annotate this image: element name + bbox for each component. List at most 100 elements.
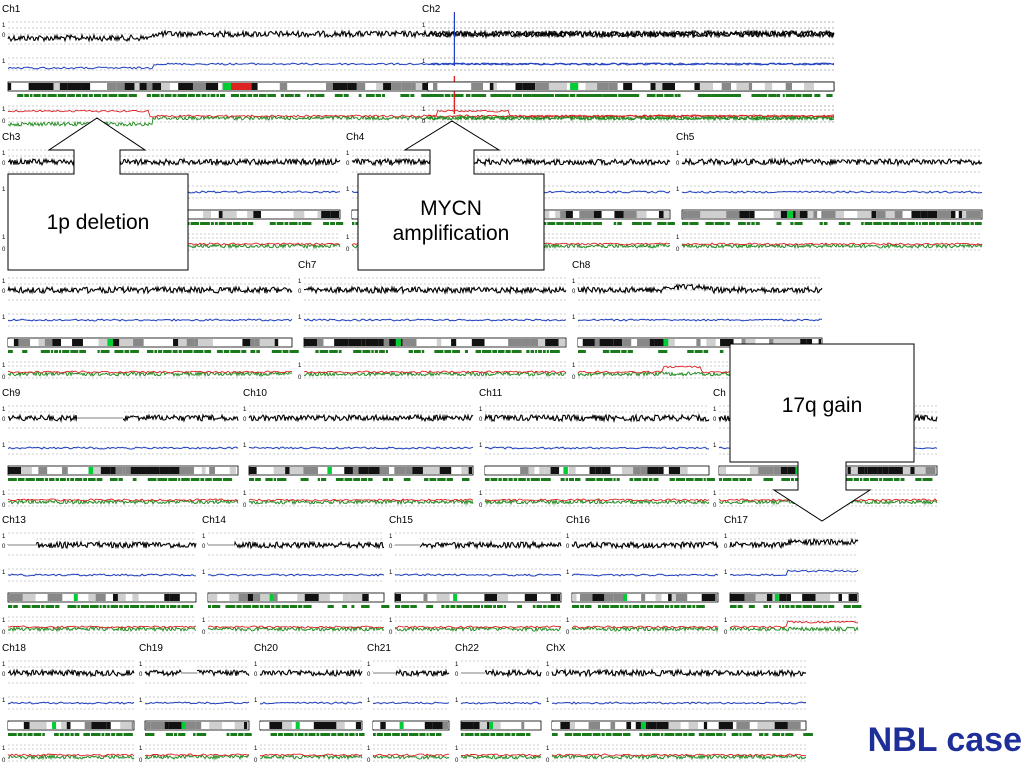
centromere-marker bbox=[52, 722, 57, 729]
probe-marker bbox=[794, 222, 803, 225]
ideogram-band bbox=[139, 83, 147, 90]
ideogram-band bbox=[342, 594, 350, 601]
probe-marker bbox=[413, 350, 421, 353]
ideogram-band bbox=[506, 211, 519, 218]
probe-marker bbox=[512, 94, 523, 97]
probe-marker bbox=[297, 733, 304, 736]
ideogram-band bbox=[721, 83, 732, 90]
ideogram-band bbox=[116, 83, 125, 90]
probe-marker bbox=[131, 222, 141, 225]
ideogram-band bbox=[572, 594, 577, 601]
probe-marker bbox=[664, 733, 675, 736]
ideogram-band bbox=[410, 339, 417, 346]
ideogram-band bbox=[8, 211, 18, 218]
probe-marker bbox=[660, 733, 664, 736]
probe-marker bbox=[702, 94, 708, 97]
ideogram-band bbox=[699, 83, 710, 90]
ideogram-band bbox=[201, 467, 206, 474]
probe-marker bbox=[726, 94, 737, 97]
ideogram-band bbox=[814, 83, 826, 90]
ideogram-band bbox=[432, 211, 439, 218]
ideogram-band bbox=[273, 594, 278, 601]
probe-marker bbox=[44, 478, 49, 481]
axis-tick-label: 0 bbox=[139, 672, 143, 678]
ideogram-band bbox=[647, 467, 659, 474]
allele-track bbox=[7, 318, 293, 322]
ideogram-band bbox=[515, 83, 523, 90]
probe-marker bbox=[737, 94, 741, 97]
centromere-marker bbox=[795, 467, 800, 474]
probe-marker bbox=[706, 478, 715, 481]
ideogram-band bbox=[222, 722, 235, 729]
ideogram-band bbox=[687, 211, 701, 218]
probe-marker bbox=[658, 350, 668, 353]
ideogram-band bbox=[623, 83, 633, 90]
probe-marker bbox=[790, 605, 795, 608]
allele-track bbox=[207, 573, 385, 577]
ideogram-band bbox=[804, 83, 815, 90]
probe-marker bbox=[427, 222, 432, 225]
ideogram-band bbox=[579, 211, 594, 218]
lower-red-track bbox=[571, 625, 719, 629]
probe-marker bbox=[110, 605, 119, 608]
copy-number-track bbox=[303, 285, 567, 296]
ideogram-band bbox=[779, 594, 787, 601]
probe-marker bbox=[861, 222, 864, 225]
ideogram-band bbox=[639, 211, 647, 218]
ideogram-band bbox=[806, 339, 813, 346]
axis-tick-label: 1 bbox=[298, 279, 302, 285]
axis-tick-label: 1 bbox=[254, 662, 258, 668]
ideogram-band bbox=[490, 722, 501, 729]
axis-tick-label: 0 bbox=[346, 161, 350, 167]
ideogram-band bbox=[249, 467, 257, 474]
probe-marker bbox=[355, 222, 362, 225]
probe-marker bbox=[802, 605, 812, 608]
ideogram-band bbox=[654, 339, 668, 346]
ideogram-band bbox=[471, 83, 484, 90]
probe-marker bbox=[748, 605, 755, 608]
axis-tick-label: 1 bbox=[724, 534, 728, 540]
allele-track bbox=[7, 573, 197, 577]
chromosome-label: Ch19 bbox=[139, 643, 163, 654]
probe-marker bbox=[172, 94, 177, 97]
probe-marker bbox=[653, 478, 659, 481]
probe-marker bbox=[83, 478, 87, 481]
probe-marker bbox=[218, 222, 226, 225]
ideogram-band bbox=[415, 83, 423, 90]
axis-tick-label: 1 bbox=[2, 279, 6, 285]
probe-marker bbox=[564, 733, 573, 736]
ideogram-band bbox=[224, 339, 230, 346]
probe-marker bbox=[159, 222, 165, 225]
ideogram-band bbox=[278, 211, 294, 218]
probe-marker bbox=[565, 94, 569, 97]
copy-number-track bbox=[484, 412, 710, 424]
ideogram-band bbox=[649, 339, 655, 346]
probe-marker bbox=[41, 94, 47, 97]
probe-marker bbox=[575, 478, 581, 481]
lower-red-track bbox=[248, 498, 474, 502]
probe-marker bbox=[446, 478, 453, 481]
probe-marker bbox=[298, 222, 301, 225]
ideogram-band bbox=[535, 722, 540, 729]
ideogram-band bbox=[120, 722, 125, 729]
ideogram-band bbox=[737, 467, 750, 474]
ideogram-band bbox=[764, 83, 773, 90]
probe-marker bbox=[654, 605, 664, 608]
ideogram-band bbox=[229, 467, 236, 474]
ideogram-band bbox=[304, 594, 319, 601]
ideogram-band bbox=[106, 722, 111, 729]
probe-marker bbox=[374, 350, 379, 353]
ideogram-band bbox=[400, 722, 410, 729]
ideogram-band bbox=[622, 339, 632, 346]
probe-marker bbox=[230, 94, 240, 97]
probe-marker bbox=[270, 733, 278, 736]
ideogram-band bbox=[365, 83, 372, 90]
axis-tick-label: 0 bbox=[2, 161, 6, 167]
ideogram-band bbox=[378, 339, 384, 346]
probe-marker bbox=[530, 478, 540, 481]
band-highlight bbox=[231, 83, 252, 90]
